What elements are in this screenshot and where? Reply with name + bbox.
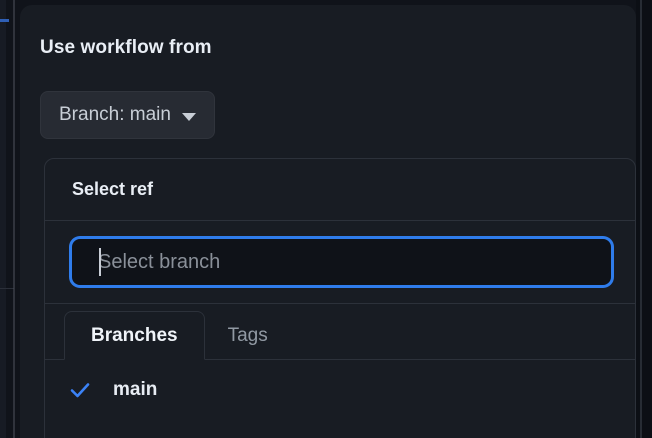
background-right-strip: [636, 0, 652, 438]
check-icon: [70, 383, 90, 398]
background-left-gutter: [0, 0, 6, 438]
background-divider: [0, 288, 14, 289]
background-right-vertical-rule: [640, 0, 642, 438]
select-ref-title: Select ref: [72, 179, 154, 199]
select-ref-search-area: [45, 221, 635, 304]
select-ref-panel: Select ref Branches Tags main: [44, 158, 636, 438]
dialog-title: Use workflow from: [40, 37, 212, 58]
use-workflow-dialog: Use workflow from Branch: main Select re…: [20, 5, 636, 438]
ref-tabs: Branches Tags: [45, 304, 635, 360]
background-accent-line: [0, 19, 9, 22]
tab-tags[interactable]: Tags: [227, 324, 268, 346]
background-vertical-rule: [13, 0, 15, 438]
list-item-label: main: [113, 379, 158, 400]
text-cursor: [99, 248, 101, 276]
branch-list: main: [45, 360, 635, 410]
chevron-down-icon: [181, 112, 196, 121]
select-branch-field[interactable]: [72, 239, 611, 285]
list-item[interactable]: main: [45, 370, 635, 410]
ref-tabs-baseline: [45, 359, 635, 360]
select-branch-input[interactable]: [72, 239, 611, 285]
tab-branches[interactable]: Branches: [64, 311, 205, 360]
select-ref-header: Select ref: [45, 159, 635, 221]
branch-selector-button[interactable]: Branch: main: [40, 91, 215, 139]
branch-selector-label: Branch: main: [59, 104, 171, 125]
